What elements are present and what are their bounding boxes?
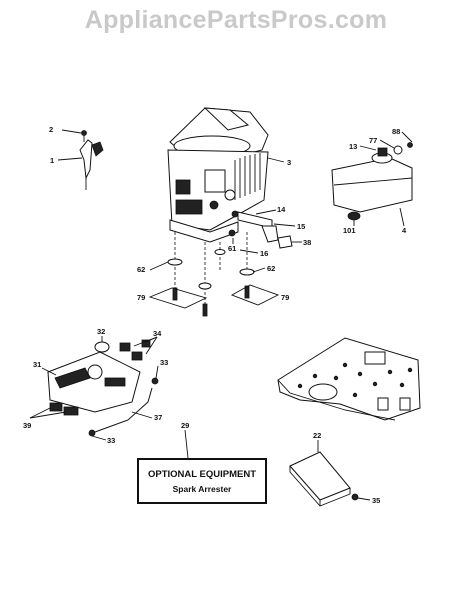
callout-37: 37	[154, 413, 162, 422]
callout-4: 4	[402, 226, 407, 235]
optional-equipment-box: OPTIONAL EQUIPMENT Spark Arrester	[137, 458, 267, 504]
callout-39: 39	[23, 421, 31, 430]
callout-62-left: 62	[137, 265, 145, 274]
callout-77: 77	[369, 136, 377, 145]
callout-32: 32	[97, 327, 105, 336]
watermark-text: AppliancePartsPros.com	[84, 6, 388, 34]
callout-3: 3	[287, 158, 291, 167]
callout-62-right: 62	[267, 264, 275, 273]
callout-29: 29	[181, 421, 189, 430]
switch-parts	[94, 339, 151, 361]
callout-101: 101	[343, 226, 356, 235]
callout-79-left: 79	[137, 293, 145, 302]
callout-15: 15	[297, 222, 305, 231]
control-panel	[47, 351, 141, 416]
callout-35: 35	[372, 496, 380, 505]
spark-arrester	[289, 451, 359, 507]
mount-hardware	[167, 249, 255, 317]
callout-2: 2	[49, 125, 53, 134]
engine	[167, 107, 269, 243]
callout-16: 16	[260, 249, 268, 258]
callout-33-top: 33	[160, 358, 168, 367]
callout-1: 1	[50, 156, 54, 165]
fuel-tank	[331, 142, 413, 221]
optional-equipment-title: OPTIONAL EQUIPMENT	[147, 469, 257, 480]
callout-33-bottom: 33	[107, 436, 115, 445]
callout-79-right: 79	[281, 293, 289, 302]
callout-34: 34	[153, 329, 162, 338]
callout-88: 88	[392, 127, 400, 136]
exhaust-pipe	[228, 210, 293, 249]
optional-equipment-subtitle: Spark Arrester	[172, 484, 232, 494]
callout-14: 14	[277, 205, 286, 214]
callout-61: 61	[228, 244, 236, 253]
throttle-bracket	[79, 130, 104, 190]
mower-frame	[277, 337, 421, 421]
callout-38: 38	[303, 238, 311, 247]
callout-13: 13	[349, 142, 357, 151]
callout-31: 31	[33, 360, 41, 369]
callout-22: 22	[313, 431, 321, 440]
